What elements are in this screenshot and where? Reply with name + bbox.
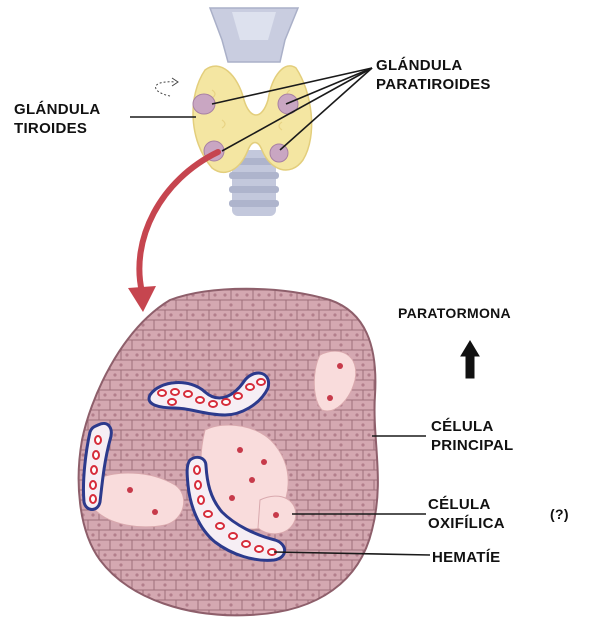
red-blood-cells (89, 378, 277, 556)
hormone-label: PARATORMONA (398, 305, 511, 321)
parathyroid-label-line2: PARATIROIDES (376, 76, 491, 93)
thyroid-illustration (155, 7, 313, 216)
parathyroid-gland-label: GLÁNDULA PARATIROIDES (376, 56, 491, 94)
vessel-center (185, 455, 287, 562)
oxyphil-nuclei (127, 363, 343, 518)
oxyphil-question-mark: (?) (550, 506, 569, 522)
chief-cell-label-line1: CÉLULA (431, 418, 494, 435)
thyroid-label-line1: GLÁNDULA (14, 101, 101, 118)
leader-lines-top (130, 67, 373, 152)
oxyphil-cell-label-line2: OXIFÍLICA (428, 515, 505, 532)
oxyphil-cell-cluster (94, 350, 357, 535)
oxyphil-cell-label-line1: CÉLULA (428, 496, 491, 513)
thyroid-label-line2: TIROIDES (14, 120, 88, 137)
parathyroid-tissue (77, 287, 379, 617)
larynx-highlight (232, 12, 276, 40)
increase-arrow-icon (460, 340, 480, 379)
trachea (229, 150, 279, 216)
magnify-arrow (128, 149, 221, 312)
chief-cell-label: CÉLULA PRINCIPAL (431, 417, 513, 455)
vessel-top (147, 371, 271, 417)
rotate-arrow-icon (155, 81, 176, 97)
chief-cell-label-line2: PRINCIPAL (431, 437, 514, 454)
oxyphil-cell-label: CÉLULA OXIFÍLICA (428, 495, 505, 533)
parathyroid-gland-lower-right (269, 143, 289, 163)
parathyroid-label-line1: GLÁNDULA (376, 57, 463, 74)
red-blood-cell-label: HEMATÍE (432, 549, 501, 566)
parathyroid-gland-upper-left (192, 93, 216, 115)
leader-lines-bottom (273, 435, 431, 556)
thyroid-gland-label: GLÁNDULA TIROIDES (14, 100, 101, 138)
